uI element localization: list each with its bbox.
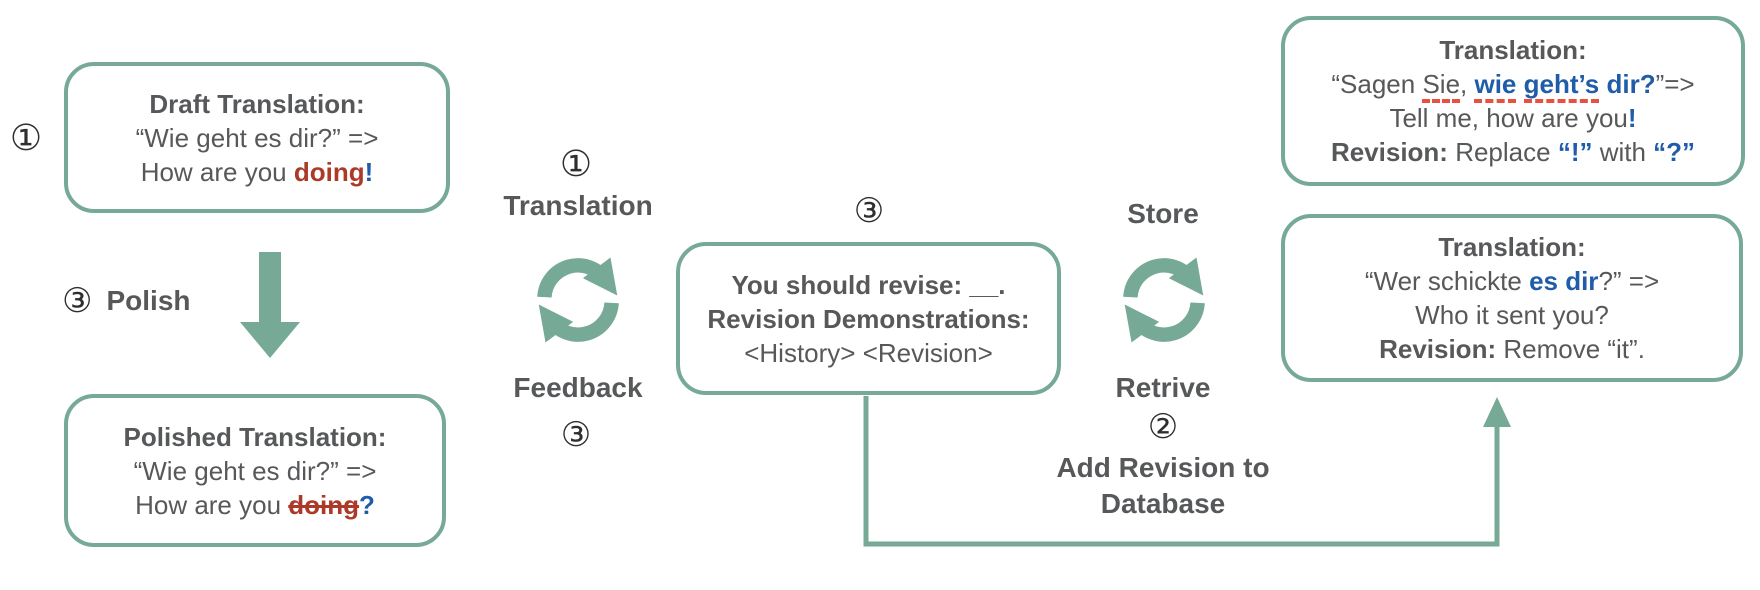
highlight-word: es dir [1529,266,1599,296]
polished-target-text: How are you doing? [135,489,375,520]
punctuation-highlight: “!” [1557,137,1593,167]
punctuation-highlight: “?” [1653,137,1696,167]
step-3-badge: ③ [560,415,592,455]
example1-revision-text: Revision: Replace “!” with “?” [1330,137,1696,167]
example2-title: Translation: [1438,232,1586,262]
highlight-word: dir? [1606,69,1656,99]
error-word: doing [293,156,365,187]
highlight-underline: wie [1474,69,1517,103]
polish-label: Polish [106,285,191,316]
polished-translation-box: Polished Translation: “Wie geht es dir?”… [64,394,446,547]
draft-box-title: Draft Translation: [149,88,365,119]
typo-underline: Sie [1422,69,1461,103]
punctuation-highlight: ! [1627,103,1637,133]
step-3-badge: ③ [62,281,93,321]
polish-step-label: ③ Polish [62,283,191,319]
example1-source-text: “Sagen Sie, wie geht’s dir?”=> [1331,67,1695,103]
example1-title: Translation: [1439,35,1587,65]
example2-target-text: Who it sent you? [1415,300,1609,330]
down-arrow-icon [240,252,300,358]
draft-translation-box: Draft Translation: “Wie geht es dir?” =>… [64,62,450,213]
example1-target-text: Tell me, how are you! [1389,103,1637,133]
step-1-badge: ① [9,118,43,159]
highlight-underline: geht’s [1523,69,1600,103]
store-label: Store [1127,198,1199,229]
retrive-label: Retrive [1115,372,1211,403]
sync-icon [537,257,619,343]
polished-source-text: “Wie geht es dir?” => [133,455,377,486]
deleted-word: doing [288,489,360,520]
polished-box-title: Polished Translation: [123,421,387,452]
step-2-badge: ② [1147,407,1179,447]
draft-target-text: How are you doing! [140,156,374,187]
prompt-demos-title: Revision Demonstrations: [707,303,1030,334]
example2-revision-text: Revision: Remove “it”. [1379,334,1645,364]
sync-icon [1123,257,1205,343]
translation-label: Translation [503,190,653,221]
step-1-badge: ① [559,144,593,185]
revision-prompt-box: You should revise: __. Revision Demonstr… [676,242,1061,395]
example2-source-text: “Wer schickte es dir?” => [1364,266,1660,296]
punctuation-highlight: ! [364,156,374,187]
draft-source-text: “Wie geht es dir?” => [135,122,379,153]
step-3-badge: ③ [853,191,885,231]
prompt-instruction: You should revise: __. [731,269,1006,300]
revision-example-1-box: Translation: “Sagen Sie, wie geht’s dir?… [1281,16,1745,186]
prompt-placeholders: <History> <Revision> [744,337,993,368]
punctuation-highlight: ? [359,489,375,520]
revision-example-2-box: Translation: “Wer schickte es dir?” => W… [1281,214,1743,382]
add-revision-to-database-label: Add Revision to Database [1056,452,1270,519]
feedback-label: Feedback [513,372,643,403]
